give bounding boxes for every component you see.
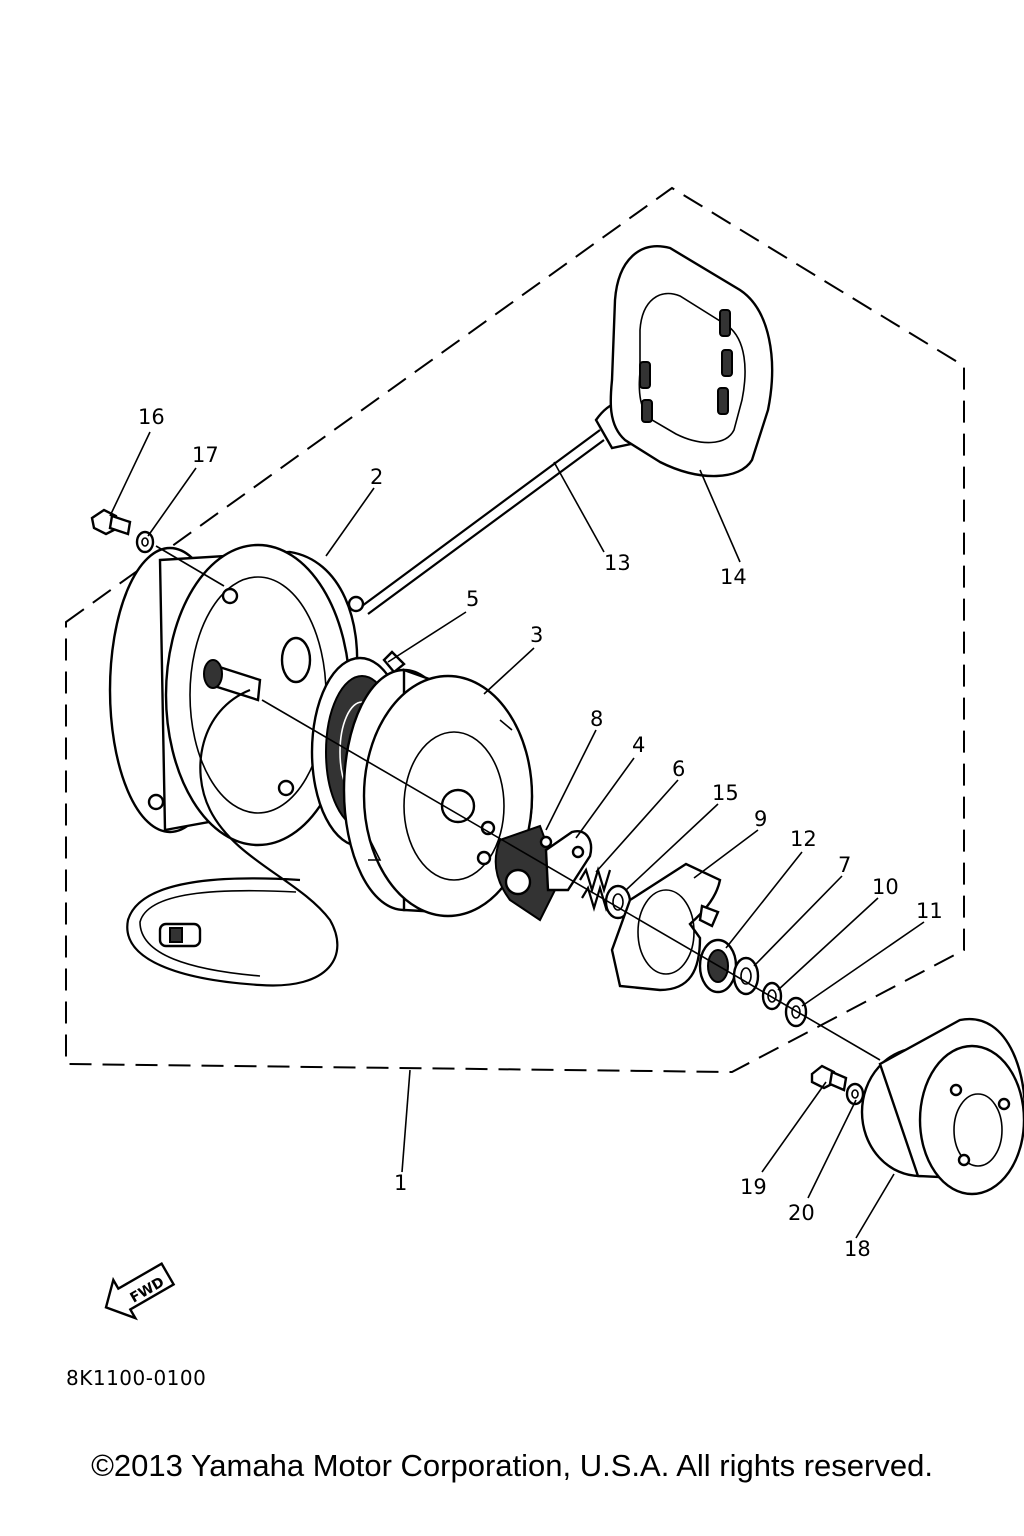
callout-2: 2 xyxy=(370,465,383,489)
part-18-starter-cup xyxy=(860,1017,1024,1196)
callout-13: 13 xyxy=(604,551,631,575)
callout-9: 9 xyxy=(754,807,767,831)
callout-15: 15 xyxy=(712,781,739,805)
copyright-notice: ©2013 Yamaha Motor Corporation, U.S.A. A… xyxy=(91,1448,933,1483)
callout-10: 10 xyxy=(872,875,899,899)
callout-7: 7 xyxy=(838,853,851,877)
part-20-washer xyxy=(845,1082,865,1106)
callout-labels: 16 17 2 13 14 5 3 8 4 6 15 9 12 7 10 11 … xyxy=(138,405,943,1261)
leader-lines xyxy=(109,431,925,1239)
part-10-circlip xyxy=(761,981,783,1011)
assembly-boundary xyxy=(65,186,965,1074)
part-19-bolt xyxy=(810,1064,848,1092)
callout-8: 8 xyxy=(590,707,603,731)
callout-19: 19 xyxy=(740,1175,767,1199)
callout-18: 18 xyxy=(844,1237,871,1261)
callout-6: 6 xyxy=(672,757,685,781)
part-7-washer xyxy=(732,956,760,996)
diagram-code: 8K1100-0100 xyxy=(66,1366,207,1390)
callout-20: 20 xyxy=(788,1201,815,1225)
part-14-starter-handle xyxy=(594,245,774,478)
callout-1: 1 xyxy=(394,1171,407,1195)
part-9-friction-plate xyxy=(610,862,722,992)
callout-5: 5 xyxy=(466,587,479,611)
part-3-pulley xyxy=(342,668,534,918)
part-13-starter-rope xyxy=(126,429,605,987)
callout-14: 14 xyxy=(720,565,747,589)
callout-3: 3 xyxy=(530,623,543,647)
part-16-bolt xyxy=(90,508,132,536)
part-8-drive-pawl xyxy=(494,824,562,922)
assembly-axis xyxy=(261,699,881,1061)
fwd-arrow-icon: FWD xyxy=(104,1262,176,1321)
callout-11: 11 xyxy=(916,899,943,923)
callout-17: 17 xyxy=(192,443,219,467)
part-4-ratchet xyxy=(544,830,593,892)
part-17-washer xyxy=(135,530,155,554)
callout-16: 16 xyxy=(138,405,165,429)
part-11-nut xyxy=(784,996,808,1028)
callout-4: 4 xyxy=(632,733,645,757)
callout-12: 12 xyxy=(790,827,817,851)
bolt-axis xyxy=(155,545,225,587)
